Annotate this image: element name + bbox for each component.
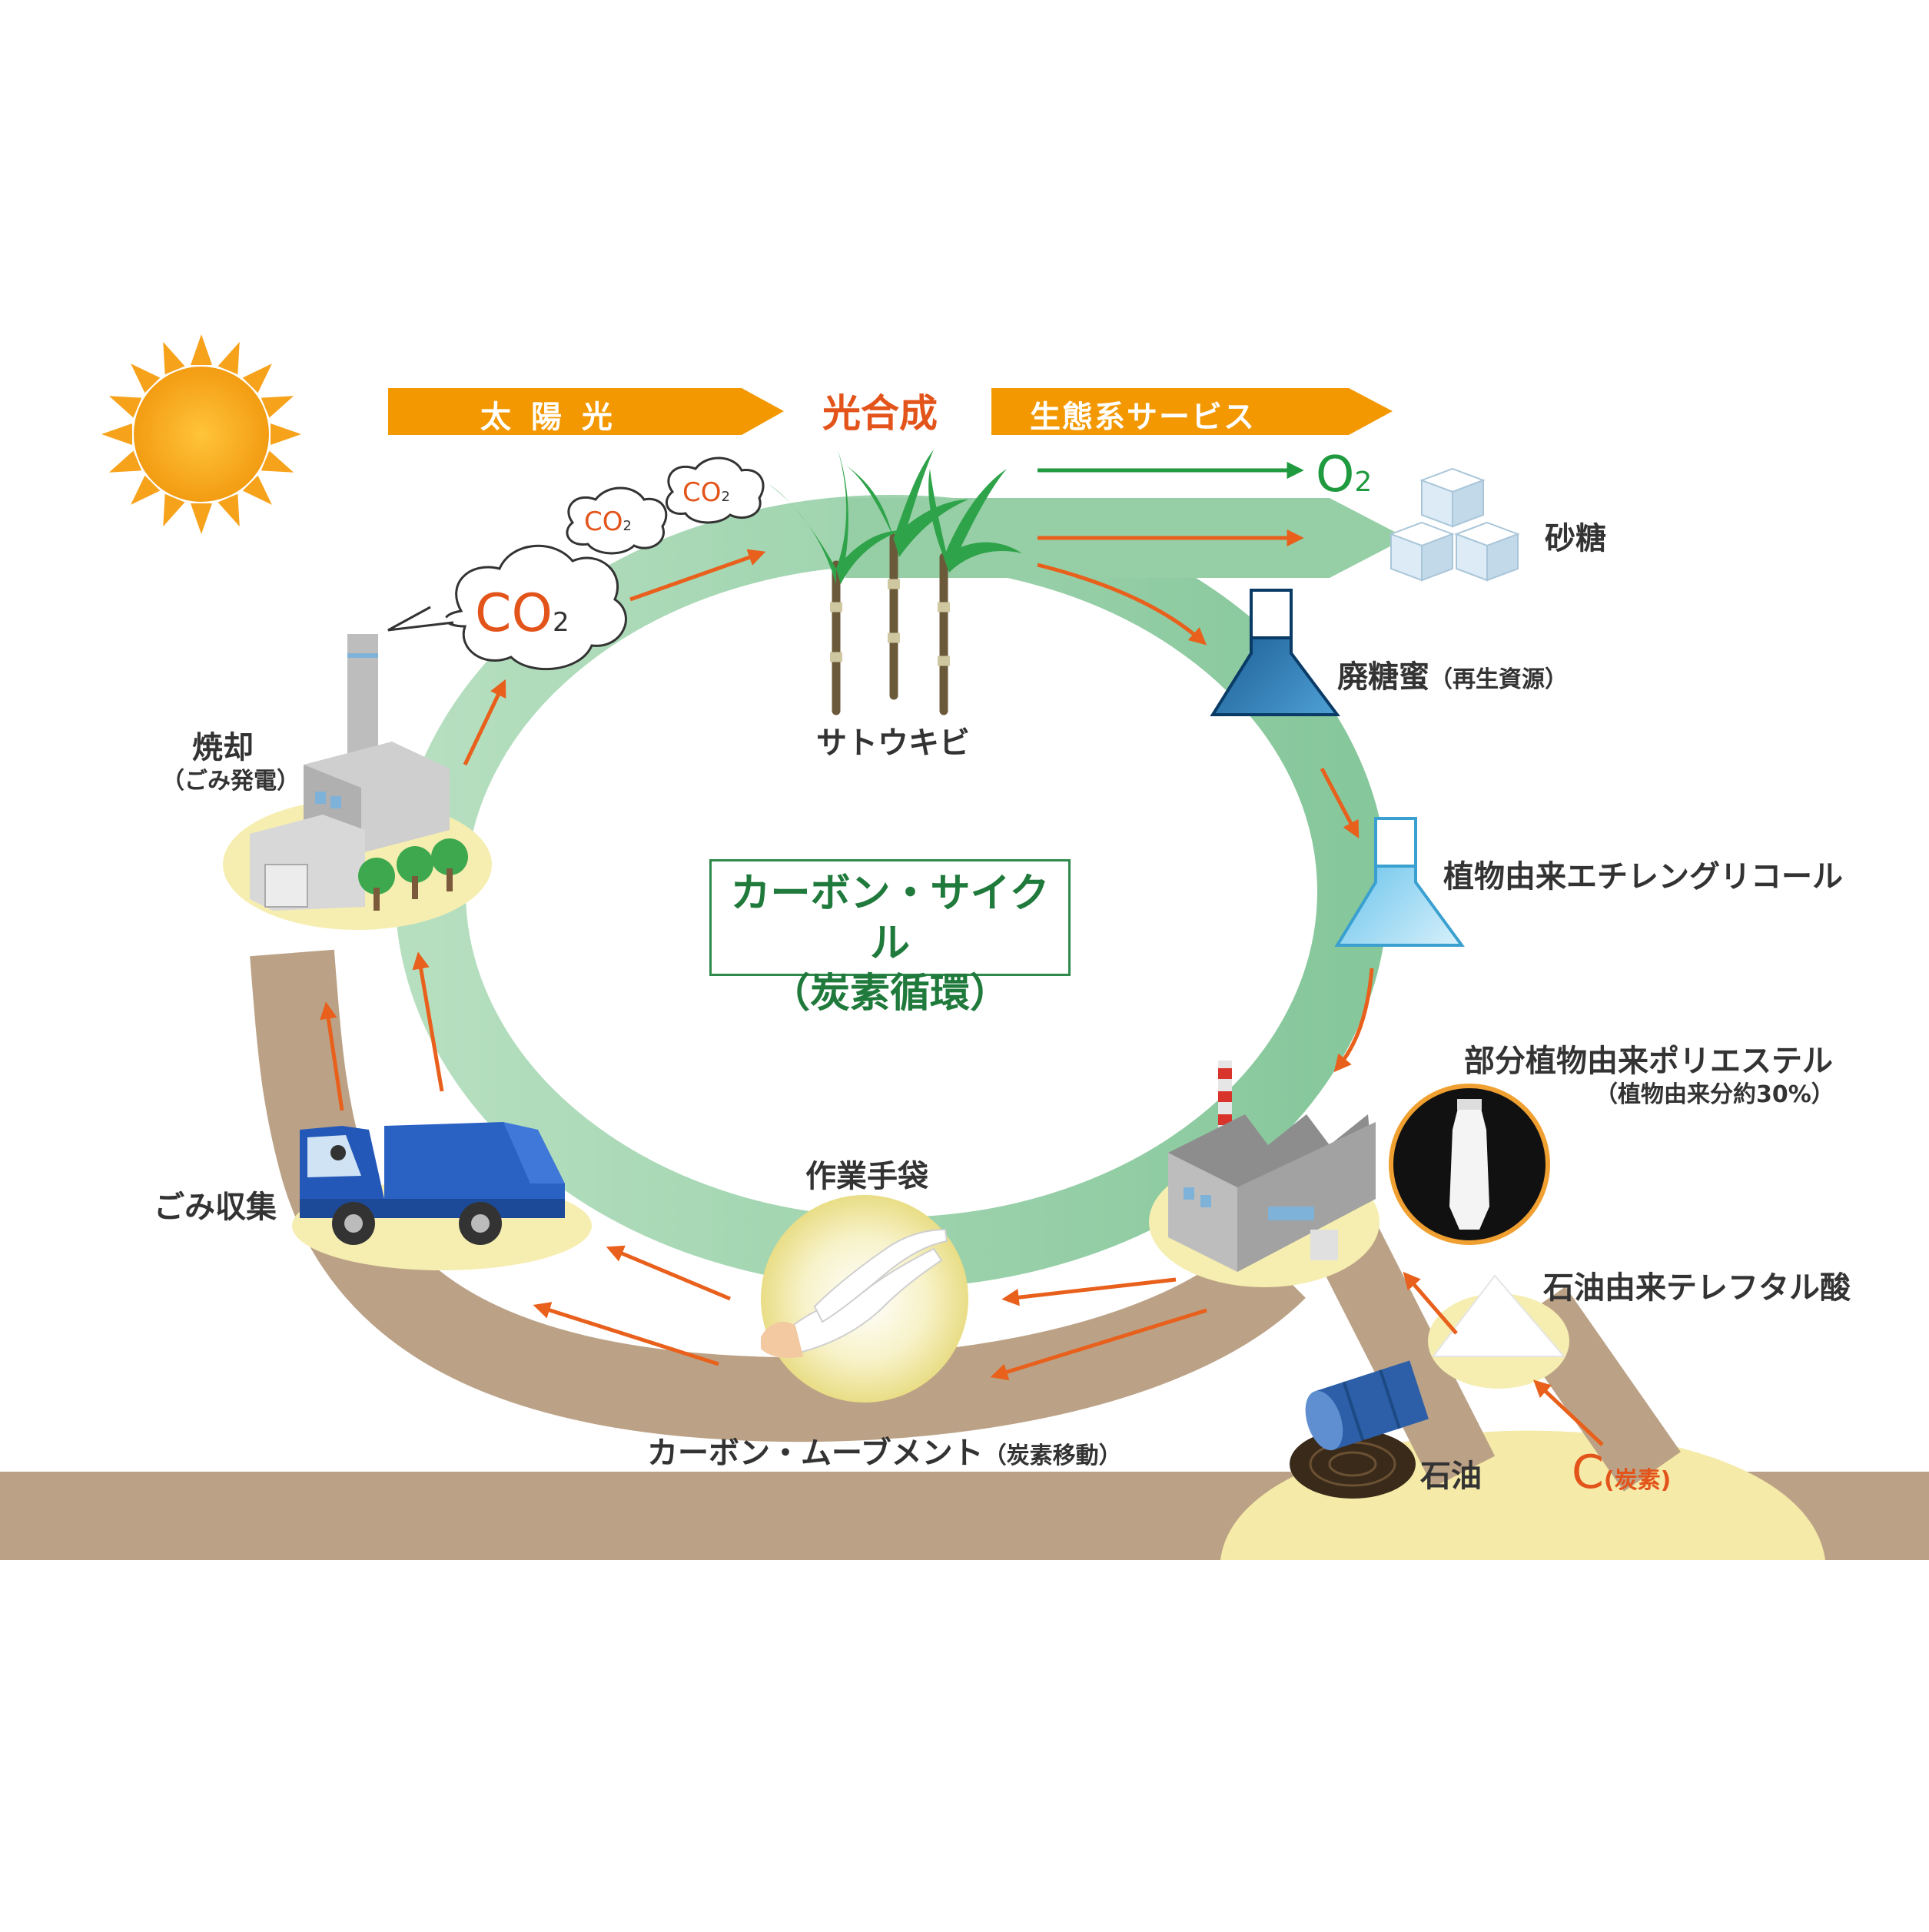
work-gloves-icon <box>761 1195 968 1403</box>
ethylene-glycol-label: 植物由来エチレングリコール <box>1443 859 1843 895</box>
flow-arrow <box>629 549 766 602</box>
co2-c: CO <box>682 477 722 508</box>
flow-arrow <box>463 679 506 766</box>
carbon-movement-band <box>250 949 1306 1442</box>
incineration-note: （ごみ発電） <box>161 768 300 795</box>
incineration-label: 焼却 <box>192 730 254 765</box>
carbon-label: C(炭素) <box>1572 1446 1671 1499</box>
cycle-title-line1: カーボン・サイクル <box>730 871 1050 967</box>
oil-label: 石油 <box>1420 1459 1482 1494</box>
cycle-title-box: カーボン・サイクル （炭素循環） <box>709 859 1071 1017</box>
oxygen-sub: 2 <box>1354 466 1373 498</box>
carbon-movement-main: カーボン・ムーブメント <box>647 1436 984 1471</box>
sunlight-banner-label: 太 陽 光 <box>480 400 617 435</box>
sun-icon <box>101 334 301 534</box>
photosynthesis-label: 光合成 <box>822 391 938 436</box>
flow-arrow <box>990 1308 1207 1381</box>
garbage-collection-label: ごみ収集 <box>154 1190 277 1225</box>
powder-pile-icon <box>1428 1274 1569 1389</box>
carbon-movement-note: （炭素移動） <box>983 1442 1122 1469</box>
sugarcane-icon <box>769 450 1022 715</box>
flow-arrow <box>1037 563 1207 646</box>
co2-label-large: CO2 <box>475 583 569 644</box>
flow-arrow <box>533 1302 719 1366</box>
terephthalic-acid-label: 石油由来テレフタル酸 <box>1543 1270 1851 1306</box>
flow-arrow <box>1533 1379 1604 1446</box>
flow-arrow <box>1320 767 1360 838</box>
gloves-label: 作業手袋 <box>805 1159 928 1194</box>
molasses-note: （再生資源） <box>1429 666 1568 693</box>
flow-arrow <box>320 1001 344 1111</box>
co2-cloud-large <box>387 544 627 671</box>
sugar-cubes-icon <box>1389 467 1520 582</box>
flow-arrow <box>1333 968 1374 1073</box>
ecosystem-banner-label: 生態系サービス <box>1030 400 1256 435</box>
co2-cloud-small <box>665 456 765 524</box>
co2-sub: 2 <box>553 607 569 638</box>
cycle-title-line2: （炭素循環） <box>769 971 1010 1017</box>
sugar-label: 砂糖 <box>1545 521 1606 556</box>
oil-feed-band <box>1313 1221 1496 1488</box>
co2-sub: 2 <box>721 489 730 505</box>
polyester-label: 部分植物由来ポリエステル <box>1464 1044 1833 1079</box>
carbon-note: (炭素) <box>1603 1467 1672 1494</box>
carbon-main: C <box>1572 1446 1604 1499</box>
co2-label-medium: CO2 <box>584 506 632 537</box>
oil-barrel-icon <box>1290 1360 1429 1499</box>
garbage-truck-icon <box>292 1122 592 1270</box>
oxygen-main: O <box>1316 446 1355 503</box>
sunlight-banner <box>388 388 784 435</box>
factory-icon <box>1149 1061 1380 1287</box>
polyester-preform-icon <box>1389 1084 1550 1245</box>
co2-sub: 2 <box>623 518 632 534</box>
ethylene-glycol-flask-icon <box>1334 817 1465 947</box>
carbon-movement-label: カーボン・ムーブメント（炭素移動） <box>647 1436 1122 1471</box>
co2-c: CO <box>584 506 623 537</box>
flow-arrow <box>1403 1271 1458 1335</box>
sugarcane-label: サトウキビ <box>816 725 970 761</box>
flow-arrow <box>606 1245 731 1301</box>
flow-arrow <box>412 951 444 1092</box>
oxygen-label: O2 <box>1316 446 1373 504</box>
polyester-note: （植物由来分約30%） <box>1595 1081 1834 1108</box>
molasses-label: 廃糖蜜（再生資源） <box>1337 659 1568 695</box>
ecosystem-banner <box>991 388 1393 435</box>
co2-c: CO <box>475 583 553 644</box>
molasses-flask-icon <box>1210 589 1340 716</box>
flow-arrow <box>1001 1277 1177 1306</box>
molasses-main: 廃糖蜜 <box>1337 659 1429 695</box>
co2-label-small: CO2 <box>682 477 730 508</box>
cycle-flow-arrows <box>320 529 1604 1446</box>
incineration-plant-icon <box>223 634 492 930</box>
co2-cloud-medium <box>566 486 668 555</box>
